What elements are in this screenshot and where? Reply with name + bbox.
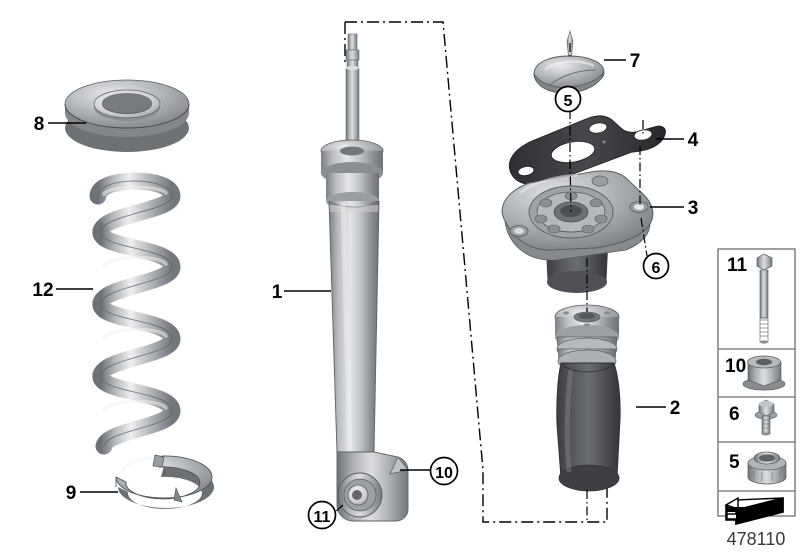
callout-8: 8 [34, 114, 45, 135]
callout-9: 9 [66, 483, 77, 504]
direction-arrow-icon [724, 496, 784, 526]
svg-text:6: 6 [652, 260, 661, 277]
callout-12: 12 [32, 280, 53, 301]
callout-7: 7 [630, 51, 641, 72]
flange-nut-icon [742, 355, 786, 391]
callout-4: 4 [688, 130, 699, 151]
collar-nut-icon [747, 451, 787, 485]
circled-callout-11: 11 [307, 500, 337, 530]
legend-cell-collar-nut: 5 [729, 451, 787, 485]
svg-text:10: 10 [435, 465, 453, 482]
part-cover-cap [533, 29, 605, 94]
circled-callout-5: 5 [554, 85, 582, 113]
callout-3: 3 [688, 198, 699, 219]
svg-text:5: 5 [564, 93, 573, 110]
legend-table: 11 10 [717, 248, 796, 526]
part-shock-absorber [320, 33, 409, 522]
part-lower-spring-pad [115, 454, 214, 509]
legend-number-5: 5 [729, 452, 740, 473]
legend-number-6: 6 [729, 404, 740, 425]
legend-cell-collar-screw: 6 [729, 399, 778, 436]
alignment-leaders [334, 43, 648, 522]
legend-cell-hex-bolt: 11 [727, 253, 773, 344]
svg-text:11: 11 [314, 509, 331, 526]
solid-leaders [48, 59, 684, 493]
part-bump-stop-tube [554, 304, 621, 492]
part-upper-spring-pad [64, 79, 190, 152]
hex-bolt-icon [756, 253, 773, 344]
legend-number-10: 10 [725, 356, 746, 377]
legend-number-11: 11 [727, 255, 748, 276]
circled-callouts: 5 6 10 11 [307, 85, 670, 530]
circled-callout-10: 10 [429, 456, 459, 486]
part-strut-mount [501, 170, 654, 293]
legend-cell-direction-arrow [724, 496, 784, 526]
assembly-group-boundary [344, 21, 608, 523]
diagram-part-number: 478110 [727, 529, 786, 549]
part-strut-mount-gasket [508, 115, 666, 186]
callout-2: 2 [670, 398, 681, 419]
callout-1: 1 [272, 282, 283, 303]
part-coil-spring [89, 172, 181, 455]
legend-cell-flange-nut: 10 [725, 355, 786, 391]
callout-labels: 8 12 9 1 7 4 3 2 [32, 51, 698, 504]
circled-callout-6: 6 [642, 252, 670, 280]
collar-screw-icon [754, 399, 778, 436]
